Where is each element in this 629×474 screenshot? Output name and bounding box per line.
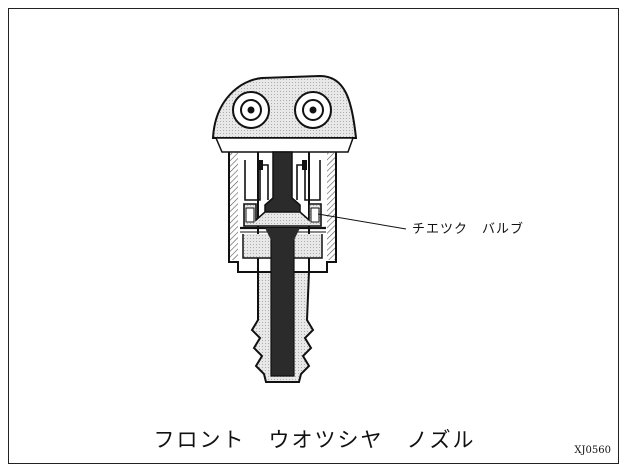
callout-leader [317, 213, 407, 230]
spray-orifice-right [294, 91, 332, 129]
spray-orifice-left [232, 91, 270, 129]
hose-connector [250, 228, 315, 383]
figure-frame [8, 8, 619, 464]
check-valve-label: チエツク バルブ [412, 222, 525, 237]
figure-code: XJ0560 [574, 445, 611, 456]
diagram-title: フロント ウオツシヤ ノズル [153, 428, 476, 452]
